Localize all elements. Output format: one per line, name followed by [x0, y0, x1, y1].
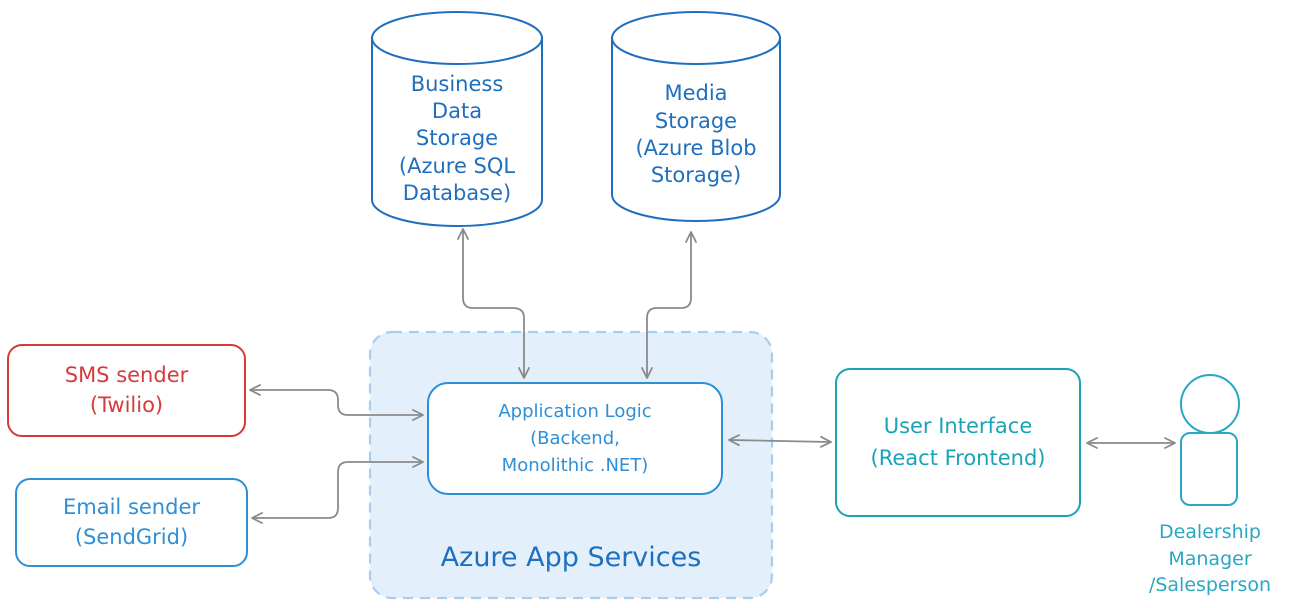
sms-sender-label: SMS sender (Twilio): [64, 363, 189, 417]
user-interface-label: User Interface (React Frontend): [870, 414, 1046, 470]
person-actor-icon: [1180, 374, 1240, 506]
application-logic-box: [427, 382, 723, 495]
business-data-storage-database: [371, 11, 543, 227]
edge-db-to-app-logic: [457, 228, 530, 379]
business-data-storage-label: Business Data Storage (Azure SQL Databas…: [398, 71, 516, 205]
user-interface-box: [835, 368, 1081, 517]
edge-blob-to-app-logic: [641, 231, 697, 379]
email-sender-box: [15, 478, 248, 567]
application-logic-label: Application Logic (Backend, Monolithic .…: [498, 401, 652, 476]
edge-app-logic-to-ui: [728, 434, 832, 448]
media-storage-database: [611, 11, 781, 222]
edge-sms-to-app-logic: [249, 384, 424, 421]
sms-sender-box: [7, 344, 246, 437]
dealership-user-label: Dealership Manager /Salesperson: [1148, 521, 1272, 597]
edge-email-to-app-logic: [251, 456, 424, 524]
azure-app-services-label: Azure App Services: [440, 542, 702, 574]
email-sender-label: Email sender (SendGrid): [63, 495, 200, 549]
media-storage-label: Media Storage (Azure Blob Storage): [635, 81, 757, 188]
